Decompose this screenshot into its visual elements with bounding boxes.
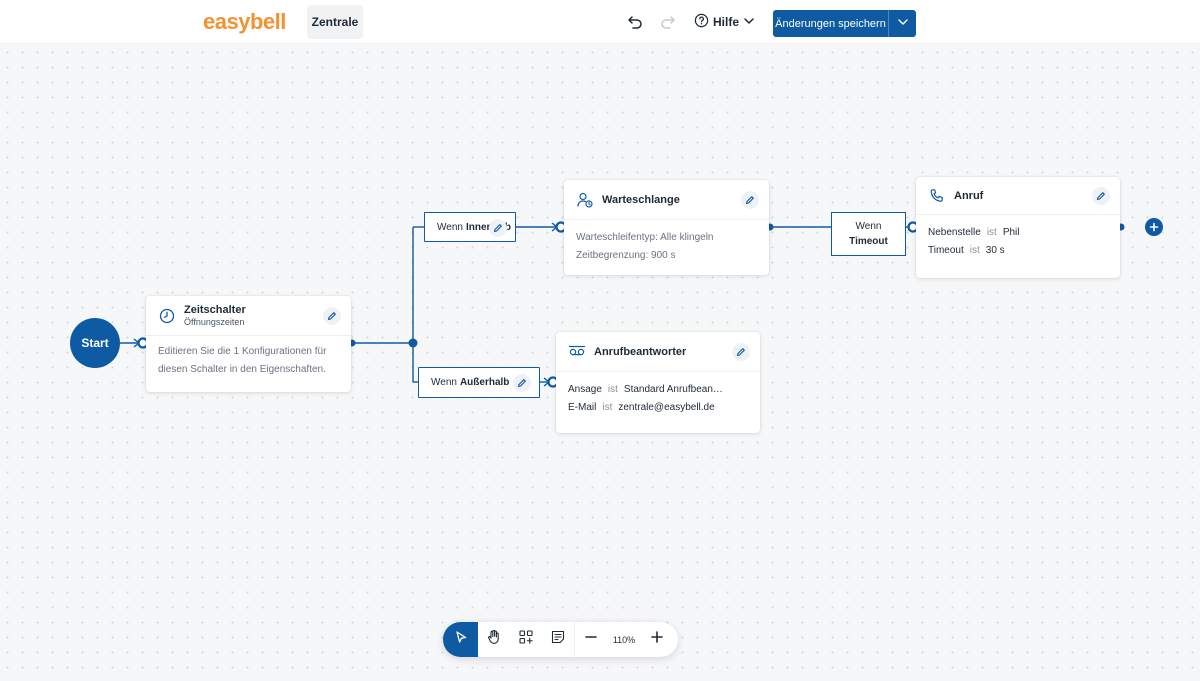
save-button[interactable]: Änderungen speichern (773, 10, 889, 37)
property-value: 30 s (985, 245, 1005, 256)
condition-innerhalb[interactable]: WennInnerhalb (424, 212, 516, 242)
card-header: Zeitschalter Öffnungszeiten (146, 296, 351, 336)
help-icon (694, 13, 709, 31)
property-row: Ansage ist Standard Anrufbean… (568, 381, 748, 399)
condition-prefix: Wenn (437, 221, 463, 233)
hand-icon (486, 629, 502, 650)
edit-pencil-icon[interactable] (489, 219, 507, 237)
chevron-down-icon (743, 15, 755, 30)
edit-pencil-icon[interactable] (513, 374, 531, 392)
note-icon (550, 629, 566, 650)
edit-pencil-icon[interactable] (1092, 187, 1110, 205)
undo-icon[interactable] (625, 12, 645, 32)
card-subtitle: Öffnungszeiten (184, 317, 245, 327)
add-node-plus-icon[interactable] (1145, 218, 1163, 236)
save-button-group: Änderungen speichern (773, 10, 916, 37)
property-value: zentrale@easybell.de (618, 402, 715, 413)
cursor-arrow-icon (454, 630, 468, 649)
card-header: Warteschlange (564, 180, 769, 220)
edit-pencil-icon[interactable] (732, 343, 750, 361)
condition-label: Innerhalb (466, 222, 511, 233)
property-key: E-Mail (568, 402, 597, 413)
card-title: Zeitschalter (184, 304, 246, 316)
property-row: Nebenstelle ist Phil (928, 224, 1108, 242)
condition-prefix: Wenn (855, 221, 882, 232)
card-body: Nebenstelle ist Phil Timeout ist 30 s (916, 215, 1120, 269)
edit-pencil-icon[interactable] (323, 307, 341, 325)
notes-tool[interactable] (542, 622, 574, 657)
card-body: Warteschleifentyp: Alle klingeln Zeitbeg… (564, 220, 769, 274)
zeitschalter-node[interactable]: Zeitschalter Öffnungszeiten Editieren Si… (146, 296, 351, 392)
queue-type: Warteschleifentyp: Alle klingeln (576, 232, 714, 243)
property-row: E-Mail ist zentrale@easybell.de (568, 399, 748, 417)
property-value: Standard Anrufbean… (623, 384, 723, 395)
branch-node (408, 338, 418, 348)
card-title: Warteschlange (602, 193, 680, 206)
queue-user-icon (576, 191, 594, 209)
condition-label: Timeout (849, 236, 888, 247)
property-key: Nebenstelle (928, 227, 981, 238)
property-row: Timeout ist 30 s (928, 242, 1108, 260)
zoom-level: 110% (612, 634, 636, 645)
minus-icon (584, 630, 598, 649)
canvas-toolbar: 110% (443, 622, 678, 657)
property-operator: ist (602, 402, 613, 413)
property-operator: ist (969, 245, 980, 256)
card-header: Anruf (916, 177, 1120, 215)
card-header: Anrufbeantworter (556, 332, 760, 372)
card-title: Anrufbeantworter (594, 345, 687, 358)
phone-icon (928, 187, 946, 205)
anruf-node[interactable]: Anruf Nebenstelle ist Phil Timeout ist 30 s (916, 177, 1120, 278)
help-label: Hilfe (713, 15, 740, 29)
card-description: Editieren Sie die 1 Konfigurationen für … (158, 346, 327, 375)
save-options-button[interactable] (889, 10, 916, 37)
clock-icon (158, 307, 176, 325)
easybell-logo[interactable]: easybell (203, 9, 286, 34)
property-key: Ansage (568, 384, 602, 395)
tab-zentrale[interactable]: Zentrale (307, 5, 363, 39)
start-node[interactable]: Start (70, 318, 120, 368)
card-title: Anruf (954, 189, 984, 202)
add-node-tool[interactable] (510, 622, 542, 657)
voicemail-icon (568, 343, 586, 361)
property-value: Phil (1002, 227, 1020, 238)
help-menu[interactable]: Hilfe (694, 12, 755, 32)
warteschlange-node[interactable]: Warteschlange Warteschleifentyp: Alle kl… (564, 180, 769, 275)
edit-pencil-icon[interactable] (741, 191, 759, 209)
condition-prefix: Wenn (431, 377, 457, 388)
queue-time-limit: Zeitbegrenzung: 900 s (576, 250, 676, 261)
condition-label: Außerhalb (459, 377, 510, 388)
top-bar: easybell Zentrale Hilfe Änderungen speic… (0, 0, 1200, 44)
property-operator: ist (607, 384, 618, 395)
select-tool[interactable] (443, 622, 478, 657)
plus-icon (650, 630, 664, 649)
add-grid-icon (518, 629, 534, 650)
toolbar-divider (574, 622, 575, 657)
zoom-out-button[interactable] (575, 622, 607, 657)
redo-icon[interactable] (658, 12, 678, 32)
property-key: Timeout (928, 245, 964, 256)
condition-timeout[interactable]: Wenn Timeout (831, 212, 906, 256)
chevron-down-icon (897, 15, 909, 33)
zoom-in-button[interactable] (641, 622, 673, 657)
pan-tool[interactable] (478, 622, 510, 657)
property-operator: ist (986, 227, 997, 238)
